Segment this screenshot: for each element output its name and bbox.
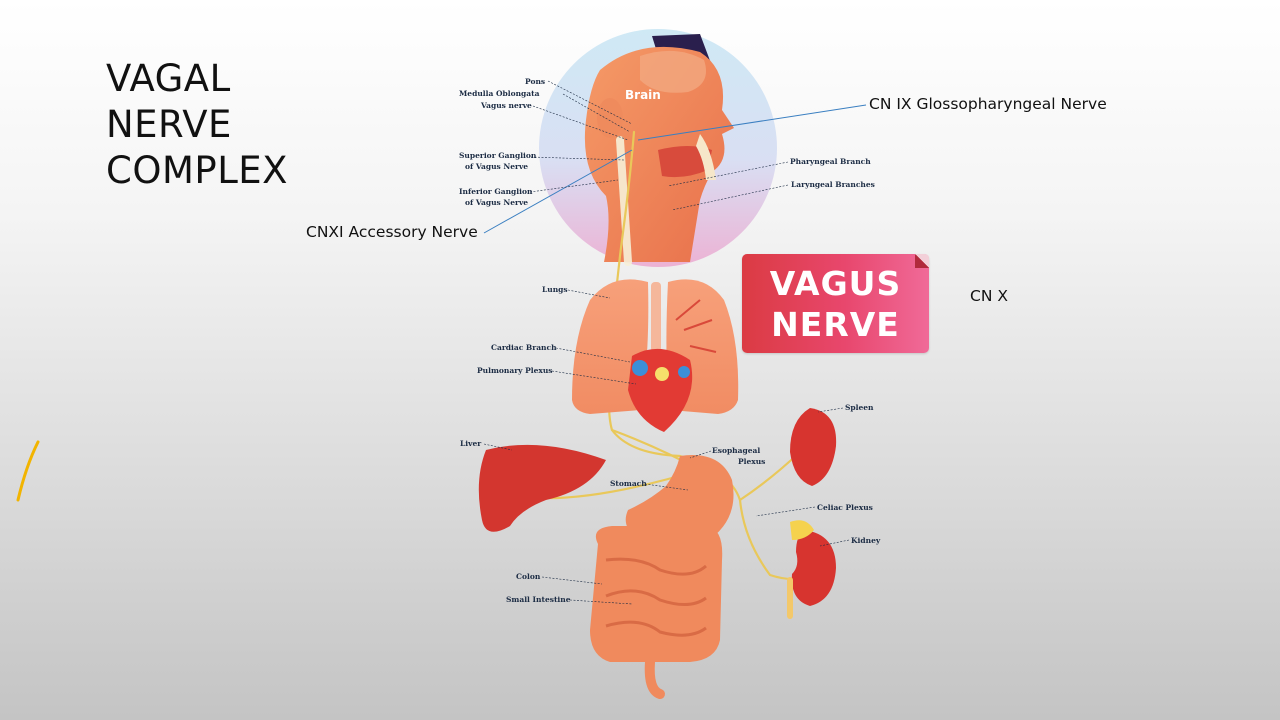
label-lungs: Lungs (542, 285, 568, 294)
lungs-heart-illustration (572, 279, 739, 432)
label-cardiac-branch: Cardiac Branch (491, 343, 557, 352)
leader-line-cn9 (637, 104, 867, 141)
stomach-illustration (625, 455, 734, 545)
label-celiac-plexus: Celiac Plexus (817, 503, 873, 512)
brain-label: Brain (625, 88, 661, 102)
slide-title: VAGAL NERVE COMPLEX (106, 56, 288, 194)
label-vagus-nerve: Vagus nerve (480, 101, 532, 110)
intestines-illustration (590, 526, 723, 699)
label-kidney: Kidney (851, 536, 881, 545)
label-esophageal-2: Plexus (738, 457, 765, 466)
label-superior-ganglion-2: of Vagus Nerve (465, 162, 528, 171)
label-leaders (483, 80, 850, 605)
callout-cn9-glossopharyngeal: CN IX Glossopharyngeal Nerve (869, 95, 1107, 113)
label-pharyngeal-branch: Pharyngeal Branch (790, 157, 871, 166)
title-line-2: NERVE (106, 103, 232, 146)
callout-cn11-accessory: CNXI Accessory Nerve (306, 223, 478, 241)
label-pulmonary-plexus: Pulmonary Plexus (477, 366, 553, 375)
label-esophageal-1: Esophageal (712, 446, 760, 455)
badge-line-1: VAGUS (769, 263, 902, 303)
label-medulla-oblongata: Medulla Oblongata (459, 89, 540, 98)
title-line-3: COMPLEX (106, 149, 289, 192)
label-liver: Liver (460, 439, 482, 448)
vagus-nerve-badge: VAGUS NERVE (742, 254, 929, 353)
label-stomach: Stomach (610, 479, 647, 488)
label-colon: Colon (516, 572, 541, 581)
title-line-1: VAGAL (106, 57, 231, 100)
label-inferior-ganglion-2: of Vagus Nerve (465, 198, 528, 207)
label-superior-ganglion-1: Superior Ganglion (459, 151, 537, 160)
callout-cn10: CN X (970, 287, 1008, 305)
head-illustration: Brain (539, 29, 777, 267)
spleen-illustration (790, 408, 837, 486)
liver-illustration (478, 444, 606, 532)
badge-line-2: NERVE (771, 304, 900, 344)
label-spleen: Spleen (845, 403, 874, 412)
label-inferior-ganglion-1: Inferior Ganglion (459, 187, 533, 196)
label-pons: Pons (525, 77, 545, 86)
label-small-intestine: Small Intestine (506, 595, 571, 604)
leader-line-cn11 (483, 149, 633, 234)
kidney-illustration (787, 520, 836, 619)
accent-stroke-decoration (16, 440, 40, 502)
label-laryngeal-branches: Laryngeal Branches (791, 180, 875, 189)
